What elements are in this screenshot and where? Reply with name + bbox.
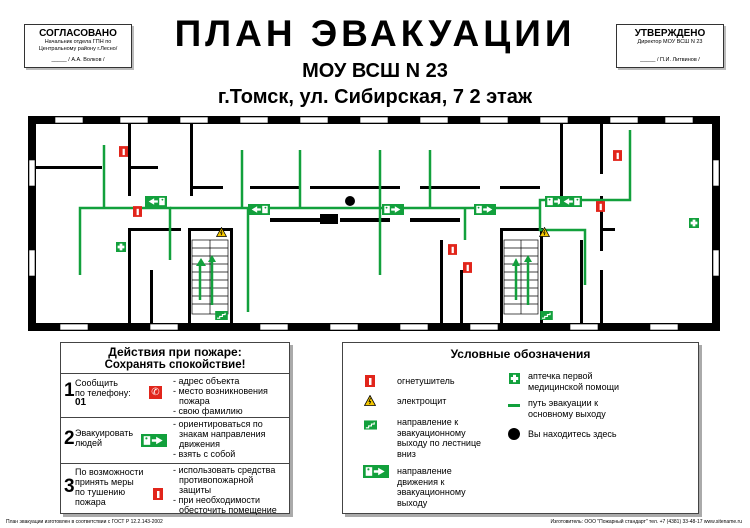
address: г.Томск, ул. Сибирская, 7 2 этаж [217, 86, 533, 108]
extinguisher-icon [153, 488, 163, 500]
exit-sign-icon [145, 196, 167, 207]
floor-plan [28, 116, 720, 331]
exit-sign-icon [560, 196, 582, 207]
approval-line: Центральному району г.Лесно/ [38, 46, 118, 52]
you-are-here-marker [345, 196, 355, 206]
exit-sign-icon [363, 465, 389, 478]
step-label: По возможности принять меры по тушению п… [75, 467, 144, 507]
windows [28, 116, 720, 331]
first-aid-icon [689, 218, 699, 228]
route-line-icon [508, 404, 520, 407]
extinguisher-icon [133, 206, 142, 217]
extinguisher-icon [365, 375, 375, 387]
approval-line: Директор МОУ ВСШ N 23 [637, 39, 703, 45]
first-aid-icon [116, 242, 126, 252]
staircase-right [503, 239, 539, 315]
action-step-1: 1 Сообщить по телефону: 01 ✆ - адрес объ… [61, 373, 289, 418]
actions-title: Действия при пожаре: [108, 345, 242, 359]
actions-subtitle: Сохранять спокойствие! [104, 359, 246, 371]
approval-heading: СОГЛАСОВАНО [39, 28, 117, 39]
step-items: - адрес объекта - место возникновения по… [173, 376, 268, 416]
footer-gost: План эвакуации изготовлен в соответствии… [6, 519, 163, 525]
extinguisher-icon [119, 146, 128, 157]
action-step-3: 3 По возможности принять меры по тушению… [61, 463, 289, 515]
interior-walls [36, 124, 615, 323]
stair-arrows [196, 255, 532, 266]
exit-sign-icon [474, 204, 496, 215]
page-title: ПЛАН ЭВАКУАЦИИ [174, 13, 576, 54]
legend-title: Условные обозначения [450, 347, 591, 361]
legend-here: Вы находитесь здесь [528, 429, 617, 439]
step-items: - использовать средства противопожарной … [173, 465, 277, 515]
extinguisher-icon [463, 262, 472, 273]
phone-icon: ✆ [149, 386, 162, 399]
exit-sign-icon [382, 204, 404, 215]
step-label: Эвакуировать людей [75, 428, 134, 448]
approval-line: Начальник отдела ГПН по [44, 39, 112, 45]
stair-sign-icon [215, 311, 228, 320]
approval-signature: _____ / А.А. Волков / [51, 57, 105, 63]
stair-sign-icon [540, 311, 553, 320]
legend-route: путь эвакуации к основному выходу [528, 398, 606, 419]
legend-stairs: направление к эвакуационному выходу по л… [397, 417, 482, 459]
step-number: 1 [64, 380, 75, 401]
legend-panel: Условные обозначения огнетушитель электр… [342, 342, 699, 514]
legend-firstaid: аптечка первой медицинской помощи [528, 371, 620, 392]
extinguisher-icon [596, 201, 605, 212]
you-are-here-icon [508, 428, 520, 440]
exit-sign-icon [141, 434, 167, 447]
step-number: 2 [64, 428, 75, 449]
legend-extinguisher: огнетушитель [397, 376, 455, 386]
extinguisher-icon [613, 150, 622, 161]
legend-electric: электрощит [397, 396, 447, 406]
staircase-left [191, 239, 229, 315]
step-number: 3 [64, 476, 75, 497]
stair-sign-icon [364, 420, 377, 430]
footer-maker: Изготовитель: ООО "Пожарный стандарт" те… [550, 519, 742, 525]
step-label: Сообщить по телефону: 01 [75, 378, 131, 408]
approval-signature: _____ / П.И. Литвинов / [640, 57, 700, 63]
extinguisher-icon [448, 244, 457, 255]
action-step-2: 2 Эвакуировать людей - ориентироваться п… [61, 417, 289, 464]
fire-actions-panel: Действия при пожаре: Сохранять спокойств… [60, 342, 290, 515]
approval-stamp-right: УТВЕРЖДЕНО Директор МОУ ВСШ N 23 _____ /… [616, 24, 724, 68]
approval-heading: УТВЕРЖДЕНО [634, 28, 706, 39]
legend-direction: направление движения к эвакуационному вы… [397, 466, 466, 508]
approval-stamp-left: СОГЛАСОВАНО Начальник отдела ГПН по Цент… [24, 24, 132, 68]
first-aid-icon [509, 373, 520, 384]
walls [28, 116, 720, 331]
step-items: - ориентироваться по знакам направления … [173, 419, 266, 459]
exit-sign-icon [248, 204, 270, 215]
school-name: МОУ ВСШ N 23 [302, 60, 448, 82]
electric-panel-icon [364, 395, 376, 406]
